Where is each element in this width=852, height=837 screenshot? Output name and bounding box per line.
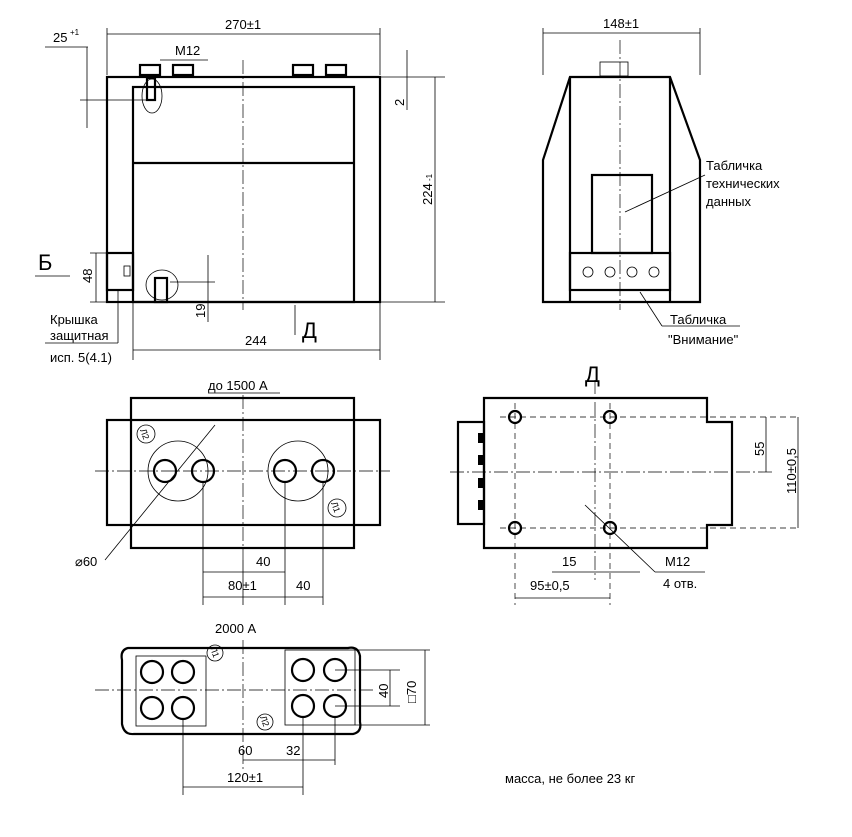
dim-148: 148±1 <box>603 16 639 31</box>
dim-diameter: ⌀60 <box>75 554 97 569</box>
dim-60: 60 <box>238 743 252 758</box>
dim-70-square: □70 <box>404 681 419 703</box>
dim-95: 95±0,5 <box>530 578 570 593</box>
cover-label-3: исп. 5(4.1) <box>50 350 112 365</box>
dim-120: 120±1 <box>227 770 263 785</box>
dim-244: 244 <box>245 333 267 348</box>
dim-25-tol: +1 <box>70 28 80 37</box>
top-view-2000: 2000 А Л1 Л2 40 □70 60 32 120±1 <box>95 621 430 795</box>
warning-plate-label-2: "Внимание" <box>668 332 739 347</box>
view-d-arrow-label: Д <box>302 318 317 343</box>
dim-110: 110±0,5 <box>784 448 799 494</box>
cover-label: Крышка <box>50 312 99 327</box>
data-plate-label: Табличка <box>706 158 763 173</box>
thread-label: M12 <box>175 43 200 58</box>
bolts-2000 <box>139 657 348 721</box>
dim-224: 224 <box>420 183 435 205</box>
dim-40-b: 40 <box>296 578 310 593</box>
cover-label-2: защитная <box>50 328 109 343</box>
dim-40-2000: 40 <box>376 684 391 698</box>
thread-m12: M12 <box>665 554 690 569</box>
view-b-label: Б <box>38 250 52 275</box>
data-plate-label-2: технических <box>706 176 780 191</box>
terminal-l1: Л1 <box>329 500 342 514</box>
top-view-1500: до 1500 А Л2 Л1 ⌀60 40 80±1 40 <box>75 378 390 605</box>
terminal-bolts <box>138 63 348 304</box>
dim-32: 32 <box>286 743 300 758</box>
front-view: 270±1 25 +1 M12 2 224 -1 Б 48 19 Д 244 К… <box>35 17 445 365</box>
dim-19: 19 <box>193 304 208 318</box>
dim-224-tol: -1 <box>425 173 434 181</box>
view-d-title: Д <box>585 362 600 387</box>
terminal-l2-2000: Л2 <box>258 714 271 728</box>
dim-270: 270±1 <box>225 17 261 32</box>
title-2000: 2000 А <box>215 621 257 636</box>
side-view: 148±1 Табличка технических данных Таблич… <box>541 16 780 347</box>
terminal-l2: Л2 <box>138 427 151 441</box>
dim-40-a: 40 <box>256 554 270 569</box>
dim-2: 2 <box>392 99 407 106</box>
dim-15: 15 <box>562 554 576 569</box>
title-1500: до 1500 А <box>208 378 268 393</box>
mass-note: масса, не более 23 кг <box>505 771 635 786</box>
view-d: Д 55 110±0,5 15 95±0,5 M12 4 отв. <box>450 362 800 605</box>
terminal-l1-2000: Л1 <box>208 645 221 659</box>
dim-48: 48 <box>80 269 95 283</box>
dim-80: 80±1 <box>228 578 257 593</box>
terminal-row <box>582 266 660 278</box>
data-plate-label-3: данных <box>706 194 752 209</box>
holes-count: 4 отв. <box>663 576 697 591</box>
warning-plate-label: Табличка <box>670 312 727 327</box>
dim-55: 55 <box>752 442 767 456</box>
dim-25: 25 <box>53 30 67 45</box>
